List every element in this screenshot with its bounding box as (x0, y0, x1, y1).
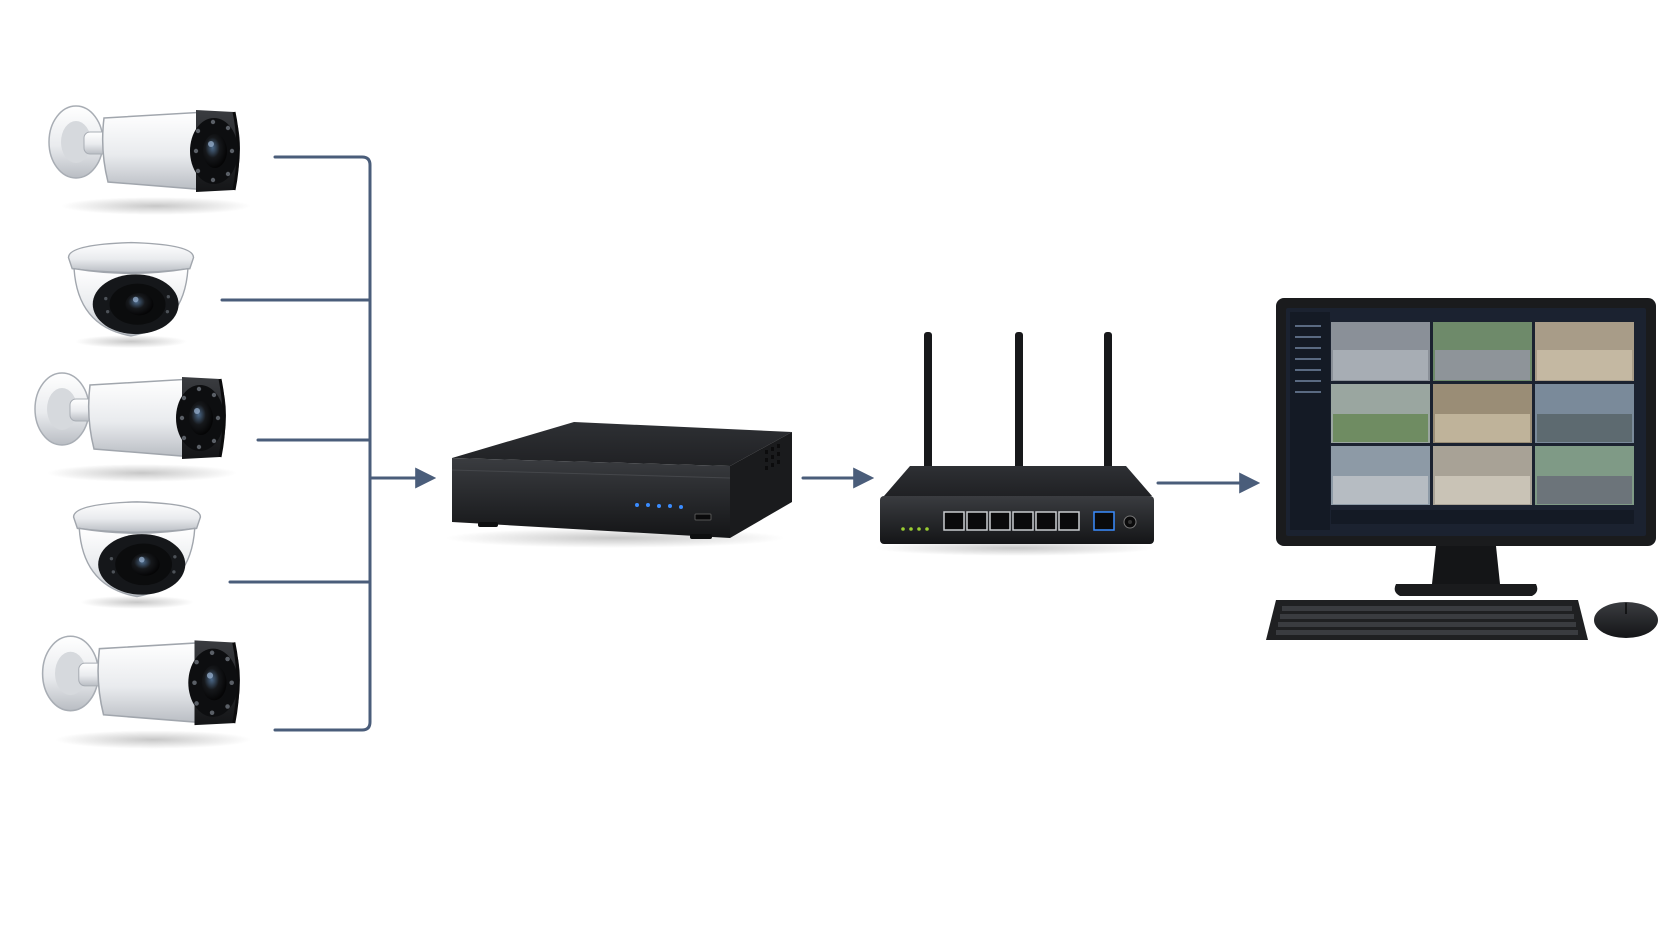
camera-1-bullet-camera-icon (47, 104, 253, 217)
camera-3-bullet-camera-icon (33, 371, 239, 484)
camera-4-dome-camera-icon (72, 501, 202, 610)
nvr-recorder-icon (445, 422, 792, 548)
camera-5-bullet-camera-icon (41, 634, 253, 751)
wifi-router-icon (875, 332, 1155, 556)
camera-1-connector (273, 155, 372, 732)
camera-2-dome-camera-icon (67, 241, 195, 349)
monitor-workstation-icon (1266, 298, 1658, 640)
